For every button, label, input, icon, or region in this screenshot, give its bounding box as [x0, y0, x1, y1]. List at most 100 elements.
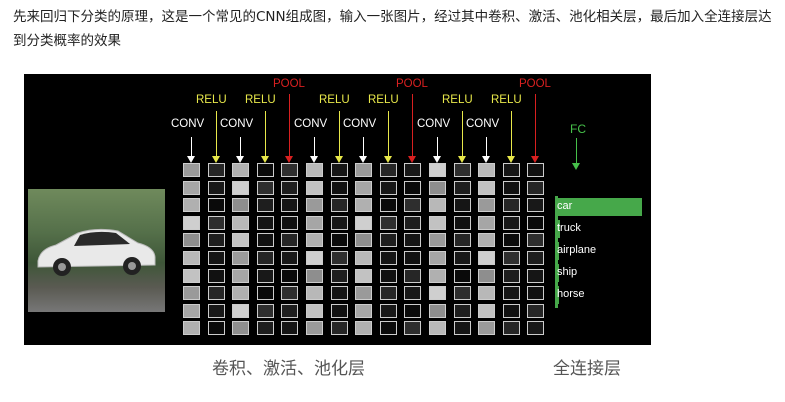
feature-map-cell	[331, 303, 348, 318]
feature-map-cell	[503, 321, 520, 336]
feature-map-cell	[429, 180, 446, 195]
feature-map-cell	[404, 268, 421, 283]
feature-map-cell	[478, 268, 495, 283]
feature-map-cell	[380, 180, 397, 195]
feature-map-cell	[331, 251, 348, 265]
feature-map-cell	[478, 303, 495, 318]
feature-map-cell	[478, 180, 495, 195]
feature-map-cell	[429, 321, 446, 336]
feature-map-cell	[306, 163, 323, 177]
feature-map-cell	[355, 303, 372, 318]
feature-map-cell	[208, 233, 225, 248]
relu-label: RELU	[196, 94, 227, 106]
feature-map-cell	[183, 321, 200, 336]
feature-map-cell	[429, 268, 446, 283]
feature-map-cell	[232, 251, 249, 265]
feature-map-cell	[208, 163, 225, 177]
feature-map-cell	[257, 303, 274, 318]
feature-map-cell	[527, 233, 544, 248]
feature-map-cell	[183, 180, 200, 195]
feature-map-cell	[306, 286, 323, 301]
feature-map-cell	[257, 286, 274, 301]
caption-fc-layer: 全连接层	[553, 359, 621, 379]
feature-map-cell	[429, 251, 446, 265]
feature-map-cell	[331, 163, 348, 177]
pool-arrow-icon	[285, 94, 293, 163]
feature-map-cell	[503, 180, 520, 195]
feature-map-cell	[454, 180, 471, 195]
feature-map-cell	[503, 268, 520, 283]
feature-map-cell	[331, 321, 348, 336]
feature-map-cell	[478, 233, 495, 248]
feature-map-cell	[355, 233, 372, 248]
car-illustration	[37, 228, 156, 276]
feature-map-cell	[404, 321, 421, 336]
pool-label: POOL	[273, 78, 305, 90]
feature-map-cell	[380, 233, 397, 248]
feature-map-cell	[454, 321, 471, 336]
feature-map-cell	[503, 163, 520, 177]
feature-map-cell	[281, 268, 298, 283]
feature-map-column	[329, 163, 350, 341]
feature-map-cell	[454, 215, 471, 230]
feature-map-cell	[208, 198, 225, 213]
feature-map-cell	[232, 321, 249, 336]
feature-map-cell	[380, 286, 397, 301]
feature-map-cell	[355, 268, 372, 283]
feature-map-cell	[257, 163, 274, 177]
feature-map-cell	[478, 198, 495, 213]
feature-map-cell	[183, 198, 200, 213]
feature-map-column	[206, 163, 227, 341]
feature-map-column	[279, 163, 300, 341]
feature-map-cell	[183, 303, 200, 318]
fc-label: FC	[570, 122, 586, 136]
feature-map-cell	[257, 251, 274, 265]
feature-map-cell	[232, 198, 249, 213]
feature-map-cell	[454, 303, 471, 318]
feature-map-column	[525, 163, 546, 341]
output-bar	[555, 198, 642, 216]
pool-arrow-icon	[408, 94, 416, 163]
feature-map-cell	[208, 215, 225, 230]
feature-map-column	[452, 163, 473, 341]
conv-arrow-icon	[187, 137, 195, 163]
feature-map-cell	[429, 303, 446, 318]
feature-map-cell	[404, 251, 421, 265]
feature-map-cell	[281, 233, 298, 248]
feature-map-cell	[380, 303, 397, 318]
feature-map-cell	[503, 286, 520, 301]
feature-map-cell	[331, 233, 348, 248]
output-bar	[555, 220, 560, 238]
feature-map-cell	[527, 198, 544, 213]
feature-map-cell	[404, 180, 421, 195]
feature-map-cell	[281, 198, 298, 213]
output-class-label: horse	[557, 288, 585, 300]
feature-map-cell	[183, 233, 200, 248]
feature-map-cell	[331, 286, 348, 301]
feature-map-cell	[454, 251, 471, 265]
feature-map-cell	[183, 215, 200, 230]
output-class-label: ship	[557, 266, 578, 278]
feature-map-cell	[380, 321, 397, 336]
relu-label: RELU	[245, 94, 276, 106]
feature-map-cell	[281, 321, 298, 336]
feature-map-cell	[331, 215, 348, 230]
conv-label: CONV	[466, 118, 500, 130]
feature-map-cell	[281, 286, 298, 301]
feature-map-cell	[503, 233, 520, 248]
feature-map-cell	[527, 163, 544, 177]
feature-map-cell	[527, 180, 544, 195]
feature-map-cell	[454, 198, 471, 213]
feature-map-cell	[257, 198, 274, 213]
feature-map-cell	[404, 303, 421, 318]
conv-arrow-icon	[310, 137, 318, 163]
intro-text: 先来回归下分类的原理，这是一个常见的CNN组成图，输入一张图片，经过其中卷积、激…	[13, 9, 772, 49]
feature-map-cell	[355, 163, 372, 177]
feature-map-cell	[380, 251, 397, 265]
conv-label: CONV	[294, 118, 328, 130]
conv-arrow-icon	[482, 137, 490, 163]
feature-map-cell	[429, 233, 446, 248]
caption-conv-layers: 卷积、激活、池化层	[212, 359, 365, 379]
feature-map-cell	[232, 163, 249, 177]
output-bar	[555, 242, 559, 260]
